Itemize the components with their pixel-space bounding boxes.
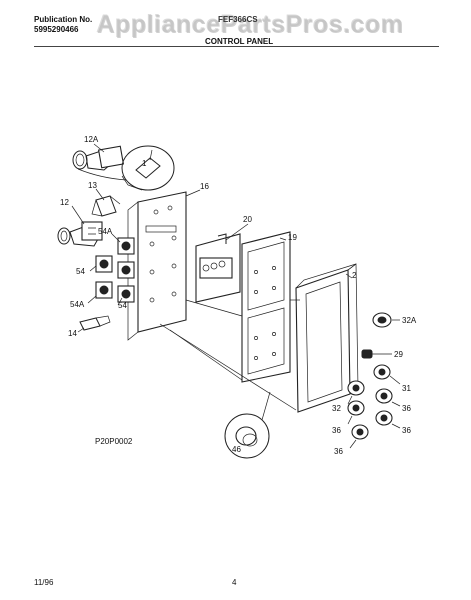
trim-frame-2[interactable]	[295, 263, 359, 413]
leader-lines	[71, 143, 401, 449]
diagram-code: P20P0002	[95, 437, 133, 446]
callout-36-d: 36	[334, 447, 343, 456]
callout-16: 16	[200, 182, 209, 191]
publication-label: Publication No.	[34, 15, 93, 24]
part-1-knob-inset[interactable]	[121, 145, 175, 191]
knob-46-inset[interactable]	[224, 391, 271, 459]
callout-12: 12	[60, 198, 69, 207]
callout-36-b: 36	[332, 426, 341, 435]
callout-1: 1	[142, 159, 147, 168]
callout-19: 19	[288, 233, 297, 242]
bracket-13[interactable]	[91, 195, 121, 217]
knob-31[interactable]	[373, 364, 391, 380]
callout-32: 32	[332, 404, 341, 413]
callout-36-a: 36	[402, 404, 411, 413]
section-title: CONTROL PANEL	[205, 37, 274, 46]
callout-46: 46	[232, 445, 241, 454]
revision-date: 11/96	[34, 578, 54, 587]
thermostat-12a[interactable]	[72, 145, 127, 181]
callout-labels: 12A 1 13 16 12 54A 20 19 54 2 54A 54 32A…	[60, 135, 417, 456]
callout-12a: 12A	[84, 135, 99, 144]
callout-36-c: 36	[402, 426, 411, 435]
publication-number: 5995290466	[34, 25, 79, 34]
knob-36-lower-right[interactable]	[375, 410, 393, 426]
lamp-14[interactable]	[79, 315, 111, 331]
knob-32[interactable]	[347, 380, 365, 396]
spring-29[interactable]	[361, 349, 373, 359]
callout-14: 14	[68, 329, 77, 338]
watermark: AppliancePartsPros.com	[96, 10, 403, 38]
page-number: 4	[232, 578, 237, 587]
callout-54-left: 54	[76, 267, 85, 276]
callout-54a-top: 54A	[98, 227, 113, 236]
knob-36-upper-right[interactable]	[375, 388, 393, 404]
callout-2: 2	[352, 271, 357, 280]
knob-32a[interactable]	[372, 312, 392, 328]
header-rule	[34, 46, 439, 47]
backplate-16[interactable]	[127, 191, 187, 341]
callout-54-middle: 54	[118, 301, 127, 310]
model-number: FEF366CS	[218, 15, 258, 24]
knob-36-middle-left[interactable]	[347, 400, 365, 416]
callout-54a-bottom: 54A	[70, 300, 85, 309]
callout-13: 13	[88, 181, 97, 190]
callout-31: 31	[402, 384, 411, 393]
overlay-panel-19[interactable]	[241, 231, 291, 383]
assembly-lines	[159, 299, 300, 411]
callout-29: 29	[394, 350, 403, 359]
switch-12[interactable]	[57, 221, 103, 247]
clock-timer-20[interactable]	[195, 233, 241, 303]
infinite-switches-54[interactable]	[95, 237, 135, 303]
callout-20: 20	[243, 215, 252, 224]
callout-32a: 32A	[402, 316, 417, 325]
knob-36-lower-left[interactable]	[351, 424, 369, 440]
